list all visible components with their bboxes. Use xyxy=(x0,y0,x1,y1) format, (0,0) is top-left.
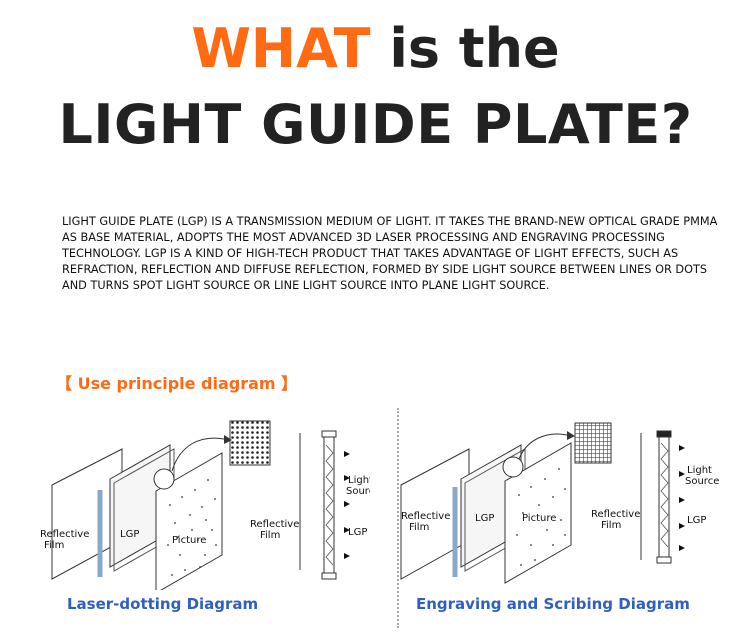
side-lgp-bar xyxy=(658,432,670,562)
engraving-scribing-caption: Engraving and Scribing Diagram xyxy=(416,595,690,613)
picture-label: Picture xyxy=(172,535,206,546)
light-source-label-2: Source xyxy=(685,476,719,487)
magnify-circle xyxy=(502,456,524,478)
picture-sheet-speckles xyxy=(516,468,566,566)
picture-sheet xyxy=(504,442,572,584)
magnify-arrow-head xyxy=(567,431,575,440)
magnify-arrow-head xyxy=(224,435,232,444)
title-highlight: WHAT xyxy=(191,17,371,80)
grid-pattern-zoom xyxy=(574,422,612,464)
side-reflective-label: Reflective xyxy=(250,519,299,530)
description-paragraph: LIGHT GUIDE PLATE (LGP) IS A TRANSMISSIO… xyxy=(62,215,718,292)
lgp-label: LGP xyxy=(475,513,494,524)
light-source-label-2: Source xyxy=(346,486,370,497)
page-title-line-1: WHAT is the xyxy=(0,22,751,76)
section-heading: 【 Use principle diagram 】 xyxy=(56,374,298,393)
reflective-film-label: Reflective xyxy=(40,529,89,540)
lgp-label: LGP xyxy=(120,529,139,540)
side-reflective-label: Reflective xyxy=(591,509,640,520)
side-light-top xyxy=(656,430,672,438)
reflective-film-label-2: Film xyxy=(409,522,429,533)
picture-sheet-speckles xyxy=(167,479,217,576)
laser-dotting-diagram: Reflective Film LGP Picture Reflective F… xyxy=(40,420,370,590)
light-source-label: Light xyxy=(687,465,712,476)
side-lgp-label: LGP xyxy=(348,527,367,538)
title-rest: is the xyxy=(370,17,560,80)
side-light-arrows xyxy=(344,451,350,559)
reflective-film-label: Reflective xyxy=(401,511,450,522)
light-source-label: Light xyxy=(348,475,370,486)
engraving-scribing-diagram: Reflective Film LGP Picture Reflective F… xyxy=(400,422,719,584)
side-light-bottom xyxy=(656,556,672,564)
side-reflective-label-2: Film xyxy=(260,530,280,541)
side-light-top xyxy=(321,430,337,438)
side-light-zigzag xyxy=(325,444,334,566)
magnify-arrow xyxy=(171,437,225,472)
side-light-arrows xyxy=(679,445,685,551)
side-reflective-label-2: Film xyxy=(601,520,621,531)
laser-dotting-caption: Laser-dotting Diagram xyxy=(67,595,259,613)
dot-pattern-zoom xyxy=(229,420,271,466)
picture-label: Picture xyxy=(522,513,556,524)
reflective-film-label-2: Film xyxy=(44,540,64,551)
magnify-arrow xyxy=(518,433,568,460)
diagram-divider xyxy=(397,408,399,628)
magnify-circle xyxy=(153,468,175,490)
page-title-line-2: LIGHT GUIDE PLATE? xyxy=(58,93,693,156)
side-light-zigzag xyxy=(660,442,669,548)
picture-sheet xyxy=(155,452,223,590)
side-lgp-label: LGP xyxy=(687,515,706,526)
side-light-bottom xyxy=(321,572,337,580)
